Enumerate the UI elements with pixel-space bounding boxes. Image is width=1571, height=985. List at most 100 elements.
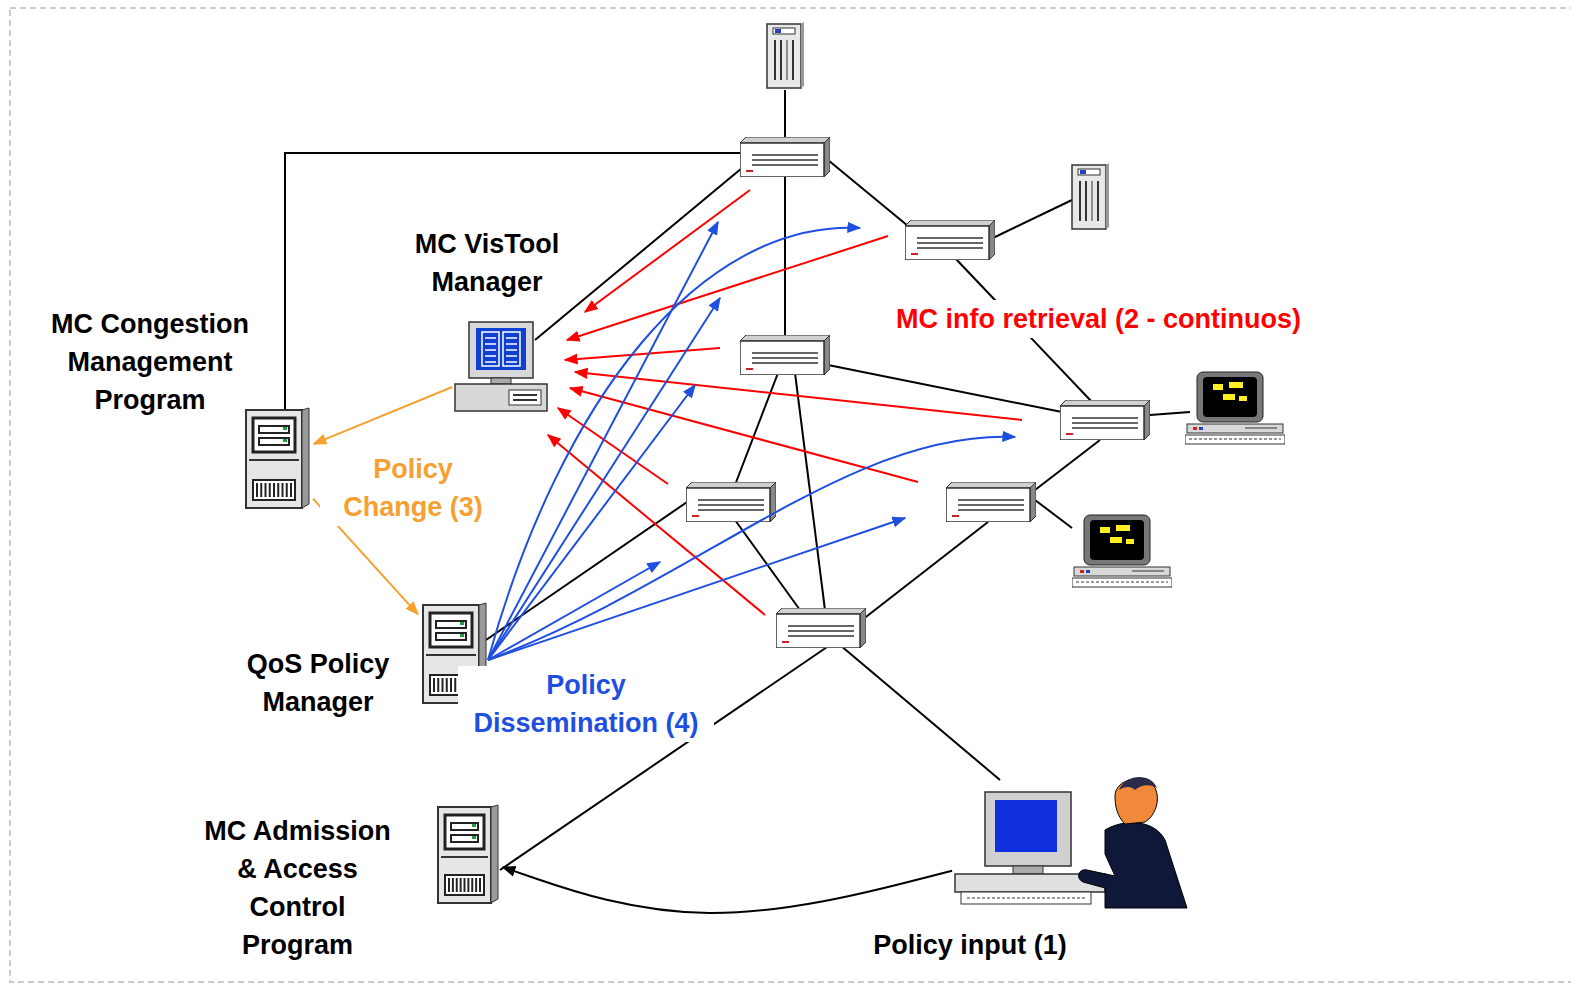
router (740, 335, 830, 375)
server-led (283, 439, 287, 442)
policy-dissemination-arrow (488, 385, 695, 660)
policy-dissemination-arrow (488, 228, 860, 660)
server-drive (436, 621, 466, 628)
screen-window (482, 332, 499, 366)
screen-line (506, 337, 517, 339)
server-led (460, 622, 464, 625)
screen-line (506, 349, 517, 351)
step-label: Policy Dissemination (4) (458, 666, 714, 742)
network-link (1150, 412, 1190, 415)
screen-line (506, 343, 517, 345)
router (905, 220, 995, 260)
screen-window (503, 332, 520, 366)
network-node: Policy input (1) (850, 770, 1190, 964)
network-link (1035, 500, 1072, 528)
server-tower (767, 22, 804, 88)
info-retrieval-arrow (548, 435, 765, 615)
server-grille-slot (265, 483, 267, 497)
server-grille-slot (446, 678, 448, 692)
server-grille-slot (256, 483, 258, 497)
server-grille-slot (456, 878, 458, 892)
screen-line (485, 349, 496, 351)
node-label: MC Admission & Access Control Program (195, 812, 400, 964)
monitor-case (469, 322, 533, 378)
network-link (993, 200, 1072, 238)
operator-workstation (955, 770, 1190, 910)
info-retrieval-arrow (548, 190, 1022, 615)
screen-line (485, 355, 496, 357)
person-hair (1119, 777, 1157, 790)
server-grille-slot (260, 483, 262, 497)
workstation (1185, 372, 1285, 444)
server-grille (253, 480, 295, 500)
server-grille-slot (448, 878, 450, 892)
node-label: Policy input (1) (850, 926, 1090, 964)
network-link (784, 175, 786, 337)
policy-dissemination-arrow (488, 518, 905, 660)
server-panel (430, 613, 472, 647)
server-drive (436, 633, 466, 640)
keyboard (961, 892, 1091, 904)
server-grille-slot (471, 878, 473, 892)
server-panel (445, 815, 484, 849)
router (686, 482, 776, 522)
server-grille-slot (433, 678, 435, 692)
manager-computer (455, 322, 547, 412)
server-grille-slot (282, 483, 284, 497)
drive-slot (513, 394, 537, 396)
info-retrieval-arrow (558, 408, 668, 484)
server-side (491, 805, 498, 903)
drive-slot (513, 399, 537, 401)
server-led (472, 836, 476, 839)
server-drive (451, 823, 478, 830)
network-node: MC Admission & Access Control Program (195, 805, 500, 964)
workstation (1072, 515, 1172, 587)
router (776, 608, 866, 648)
node-label: MC VisTool Manager (392, 225, 582, 301)
server-grille-slot (464, 878, 466, 892)
policy-dissemination-arrow (488, 437, 1015, 660)
router (946, 482, 1036, 522)
server-tower (1072, 163, 1109, 229)
server-seam (426, 654, 476, 656)
monitor-stand (491, 378, 511, 384)
monitor-stand (1013, 866, 1043, 874)
server-tower (767, 22, 1109, 229)
network-link (784, 90, 786, 137)
node-label: QoS Policy Manager (223, 645, 413, 721)
network-link (795, 373, 825, 610)
info-retrieval-arrow (565, 348, 720, 360)
server-grille-slot (450, 678, 452, 692)
server-drive (259, 438, 289, 445)
dashed-frame (10, 8, 1571, 982)
network-link (828, 365, 1062, 412)
info-retrieval-arrow (575, 372, 1022, 420)
server-seam (441, 856, 488, 858)
step-label: MC info retrieval (2 - continuos) (893, 300, 1304, 338)
server-grille-slot (269, 483, 271, 497)
router (1060, 400, 1150, 440)
server-grille-slot (460, 878, 462, 892)
server-grille-slot (467, 878, 469, 892)
server-led (460, 634, 464, 637)
server-grille-slot (452, 878, 454, 892)
server-grille-slot (442, 678, 444, 692)
monitor-screen (995, 800, 1057, 852)
server-led (283, 427, 287, 430)
server-panel (253, 418, 295, 452)
server-side (302, 408, 309, 508)
server-body (246, 410, 302, 508)
network-link (840, 645, 1000, 780)
server-icon (435, 805, 500, 905)
server-grille-slot (290, 483, 292, 497)
info-retrieval-arrow (567, 236, 888, 340)
network-link (1035, 440, 1100, 490)
workstation (1072, 372, 1285, 587)
screen-line (506, 361, 517, 363)
network-link (285, 90, 1190, 870)
server-grille-slot (454, 678, 456, 692)
person-body (1079, 823, 1187, 908)
server-grille-slot (277, 483, 279, 497)
